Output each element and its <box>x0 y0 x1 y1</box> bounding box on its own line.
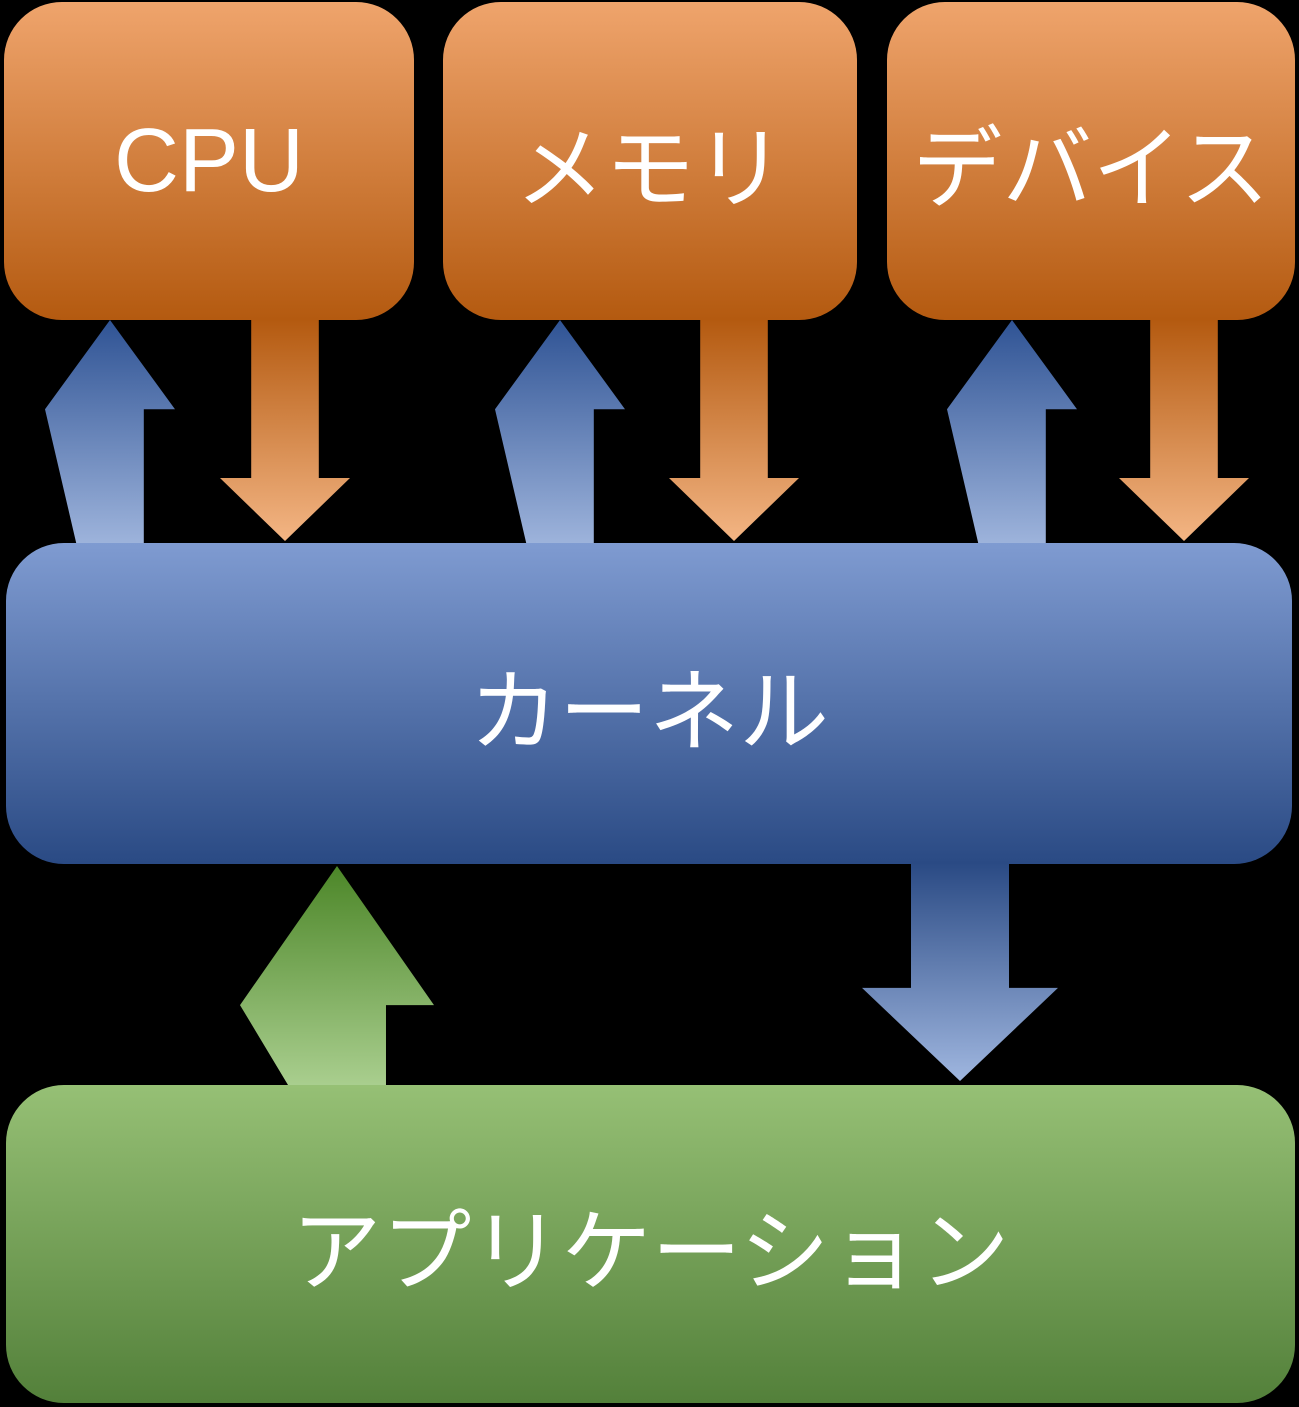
node-kernel: カーネル <box>6 543 1292 864</box>
arrow-kernel-to-application-icon <box>862 863 1058 1081</box>
arrow-application-to-kernel-icon <box>240 866 434 1085</box>
node-application: アプリケーション <box>6 1085 1295 1403</box>
node-cpu: CPU <box>4 2 414 320</box>
node-memory: メモリ <box>443 2 857 320</box>
node-device-label: デバイス <box>912 120 1270 220</box>
arrow-kernel-to-device-icon <box>947 320 1077 543</box>
arrow-cpu-to-kernel-icon <box>220 320 350 541</box>
arrow-memory-to-kernel-icon <box>669 320 799 541</box>
node-kernel-label: カーネル <box>469 662 829 763</box>
arrow-kernel-to-memory-icon <box>495 320 625 543</box>
node-cpu-label: CPU <box>113 110 305 211</box>
node-device: デバイス <box>887 2 1295 320</box>
arrow-kernel-to-cpu-icon <box>45 320 175 543</box>
node-application-label: アプリケーション <box>291 1203 1010 1303</box>
node-memory-label: メモリ <box>515 120 785 220</box>
arrow-device-to-kernel-icon <box>1119 320 1249 541</box>
